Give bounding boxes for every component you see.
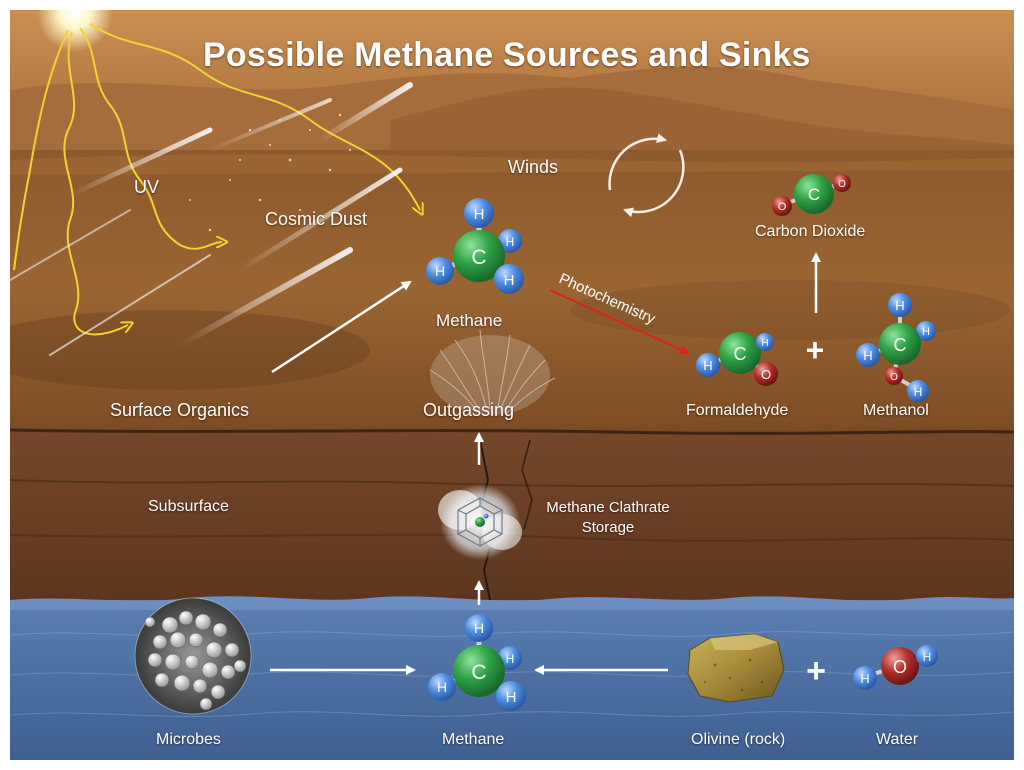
clathrate-label: Methane Clathrate Storage <box>534 500 682 535</box>
methanol-label: Methanol <box>863 402 929 419</box>
microbes-image <box>134 597 252 715</box>
winds-icon <box>608 133 685 218</box>
plus-sign-bottom: + <box>806 652 826 690</box>
olivine-rock-image <box>687 633 785 703</box>
olivine-label: Olivine (rock) <box>691 731 786 748</box>
methane-molecule-top: H H C H H <box>426 198 524 294</box>
carbon-dioxide-label: Carbon Dioxide <box>755 223 866 240</box>
atom-o: O <box>838 179 846 190</box>
atom-h: H <box>506 235 515 249</box>
atom-h: H <box>474 206 485 223</box>
atom-h: H <box>863 348 872 363</box>
methane-molecule-bottom: H H C H H <box>428 614 526 711</box>
atom-h: H <box>761 338 768 349</box>
clathrate-cage-icon <box>457 497 503 547</box>
atom-c: C <box>808 185 820 204</box>
uv-label: UV <box>134 177 160 197</box>
atom-h: H <box>703 358 712 373</box>
atom-o: O <box>778 201 787 213</box>
formaldehyde-label: Formaldehyde <box>686 402 789 419</box>
atom-o: O <box>893 657 907 677</box>
outgassing-plume <box>429 329 556 415</box>
atom-h: H <box>437 679 447 695</box>
atom-h: H <box>506 652 515 666</box>
atom-h: H <box>504 272 515 289</box>
atom-h: H <box>922 326 930 338</box>
methane-bottom-label: Methane <box>442 731 505 748</box>
diagram-title: Possible Methane Sources and Sinks <box>203 36 811 74</box>
water-label: Water <box>876 731 919 748</box>
atom-c: C <box>471 661 486 684</box>
surface-organics-label: Surface Organics <box>110 400 250 420</box>
outgassing-label: Outgassing <box>423 400 515 420</box>
atom-c: C <box>734 344 747 364</box>
diagram-canvas: + + H H C H H O C O <box>10 10 1014 760</box>
atom-h: H <box>895 298 904 313</box>
atom-c: C <box>894 335 907 355</box>
organics-to-methane-arrow <box>271 280 412 374</box>
atom-h: H <box>435 263 445 279</box>
water-molecule: H O H <box>853 645 938 690</box>
methanol-molecule: H H C H O H <box>856 293 936 402</box>
diagram-background: + + H H C H H O C O <box>10 10 1014 760</box>
atom-h: H <box>860 671 869 686</box>
methane-top-label: Methane <box>436 311 503 330</box>
atom-o: O <box>761 367 771 382</box>
sun-icon <box>37 10 113 52</box>
carbon-dioxide-molecule: O C O <box>772 174 851 216</box>
photochemistry-arrow <box>549 289 690 355</box>
dust-specks <box>189 113 372 232</box>
clathrate-label-line1: Methane Clathrate <box>546 499 670 516</box>
atom-h: H <box>914 385 923 399</box>
atom-h: H <box>506 689 517 706</box>
uv-rays <box>13 23 420 336</box>
cosmic-dust-label: Cosmic Dust <box>265 209 368 229</box>
atom-o: O <box>890 372 898 383</box>
clathrate-cloud <box>438 484 522 560</box>
atom-c: C <box>471 246 486 269</box>
winds-label: Winds <box>508 157 559 177</box>
process-arrows <box>270 252 821 675</box>
atom-h: H <box>474 620 484 636</box>
microbes-label: Microbes <box>156 731 221 748</box>
clathrate-label-line2: Storage <box>581 519 635 536</box>
plus-sign-top: + <box>806 332 825 368</box>
atom-h: H <box>923 650 932 664</box>
subsurface-label: Subsurface <box>148 498 229 515</box>
formaldehyde-molecule: H C H O <box>696 332 778 386</box>
cosmic-dust-streaks <box>10 82 413 356</box>
